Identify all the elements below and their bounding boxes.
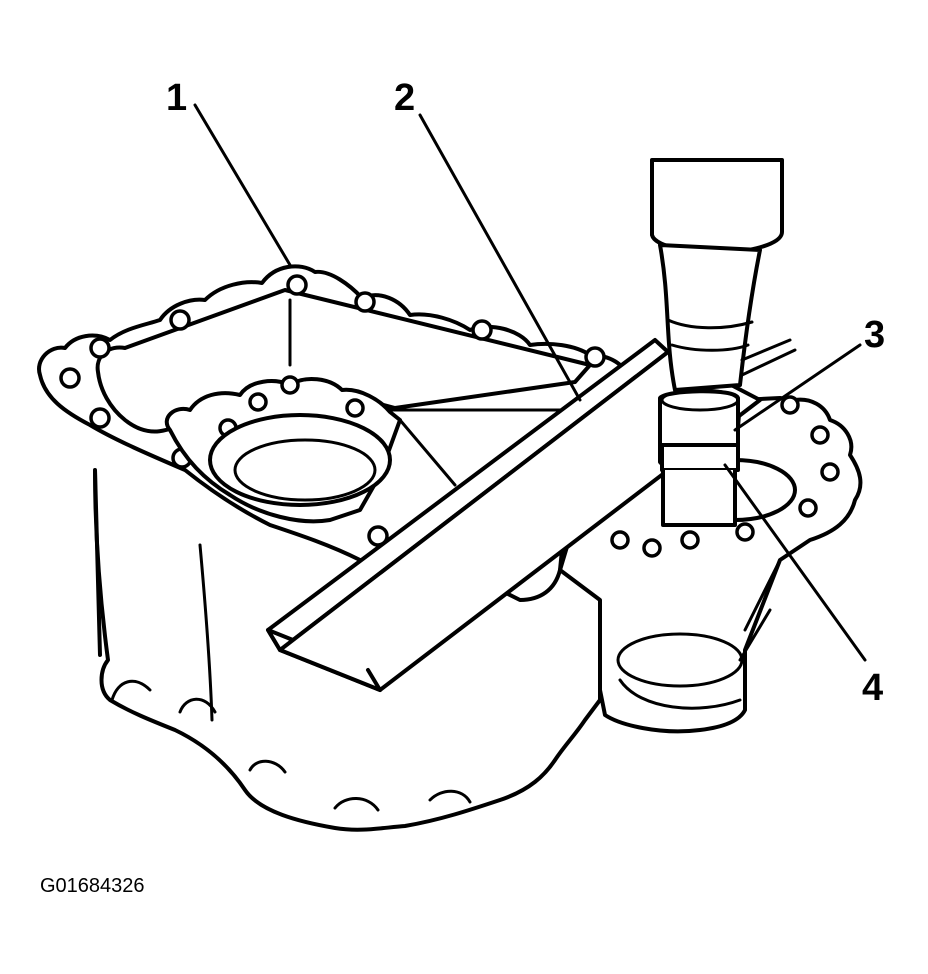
measuring-tool [650,158,797,527]
callout-1: 1 [166,77,187,119]
leader-line-2 [418,113,582,402]
leader-line-4 [723,463,867,662]
callout-2: 2 [394,77,415,119]
leader-line-3 [733,343,862,432]
leader-lines [193,103,867,662]
callout-3: 3 [864,314,885,356]
callouts: 1 2 3 4 [166,77,885,709]
housing [37,264,627,832]
figure-id: G01684326 [40,875,145,897]
callout-4: 4 [862,667,883,709]
leader-line-1 [193,103,292,267]
